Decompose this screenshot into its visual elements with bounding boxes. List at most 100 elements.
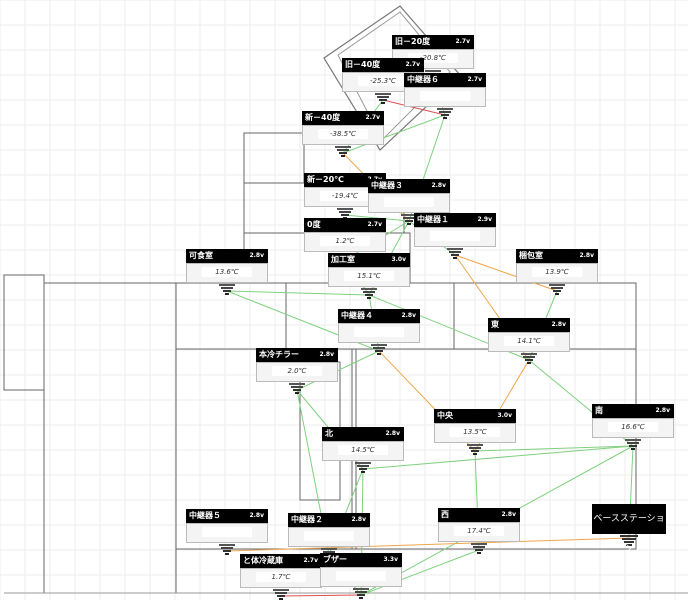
antenna-icon [625, 439, 641, 450]
sensor-name: 中継器３ [371, 181, 403, 190]
sensor-header: 0度 2.7v [304, 218, 386, 232]
sensor-name: 中央 [437, 411, 453, 420]
sensor-temperature: 17.4℃ [454, 526, 504, 536]
antenna-icon [335, 146, 351, 157]
antenna-icon [219, 284, 235, 295]
sensor-temperature: 1.7℃ [256, 572, 306, 582]
sensor-header: 東 2.8v [488, 318, 570, 332]
sensor-temperature: 13.5℃ [450, 427, 500, 437]
sensor-name: 旧－20度 [395, 37, 431, 46]
sensor-readout-panel: 16.6℃ [592, 418, 674, 438]
sensor-temperature [420, 91, 470, 101]
sensor-name: 新－40度 [305, 113, 341, 122]
sensor-readout-panel: -38.5℃ [302, 125, 384, 145]
sensor-temperature: -20.8℃ [408, 53, 458, 63]
sensor-readout-panel: 17.4℃ [438, 522, 520, 542]
antenna-icon [437, 108, 453, 119]
signal-link [280, 594, 362, 597]
sensor-name: 南 [595, 406, 603, 415]
sensor-voltage: 3.0v [391, 256, 406, 263]
signal-link [382, 99, 446, 116]
sensor-voltage: 2.7v [365, 114, 380, 121]
sensor-temperature: -25.3℃ [358, 76, 408, 86]
antenna-icon [361, 288, 377, 299]
sensor-readout-panel [186, 523, 268, 543]
sensor-readout-panel: 1.2℃ [304, 232, 386, 252]
sensor-temperature: 14.1℃ [504, 336, 554, 346]
sensor-name: 新－20℃ [307, 175, 344, 184]
base-station[interactable]: ベースステーション [592, 504, 666, 554]
sensor-temperature [336, 571, 386, 581]
sensor-readout-panel [288, 527, 370, 547]
sensor-voltage: 2.8v [551, 321, 566, 328]
sensor-readout-panel: 14.5℃ [322, 441, 404, 461]
sensor-name: 北 [325, 429, 333, 438]
sensor-temperature: 16.6℃ [608, 422, 658, 432]
sensor-node[interactable]: 梱包室 2.8v 13.9℃ [516, 249, 598, 297]
sensor-name: 中継器１ [417, 215, 449, 224]
sensor-readout-panel [338, 323, 420, 343]
sensor-name: 0度 [307, 220, 321, 229]
sensor-readout-panel [414, 227, 496, 247]
sensor-temperature [304, 531, 354, 541]
sensor-name: 中継器４ [341, 311, 373, 320]
sensor-name: 中継器５ [189, 511, 221, 520]
signal-link [226, 537, 630, 552]
sensor-readout-panel: 13.9℃ [516, 263, 598, 283]
sensor-name: 中継器６ [407, 75, 439, 84]
sensor-name: 梱包室 [519, 251, 543, 260]
sensor-readout-panel [320, 567, 402, 587]
sensor-temperature [202, 527, 252, 537]
sensor-name: 東 [491, 320, 499, 329]
sensor-voltage: 2.7v [367, 221, 382, 228]
sensor-header: 梱包室 2.8v [516, 249, 598, 263]
sensor-node[interactable]: 東 2.8v 14.1℃ [488, 318, 570, 366]
antenna-icon [371, 344, 387, 355]
sensor-header: 旧－20度 2.7v [392, 35, 474, 49]
sensor-temperature: 1.2℃ [320, 236, 370, 246]
antenna-icon [273, 589, 289, 600]
sensor-readout-panel: 1.7℃ [240, 568, 322, 588]
sensor-temperature: -19.4℃ [320, 191, 370, 201]
sensor-node[interactable]: 中央 3.0v 13.5℃ [434, 409, 516, 457]
sensor-temperature: 14.5℃ [338, 445, 388, 455]
sensor-voltage: 2.7v [455, 38, 470, 45]
sensor-temperature: 13.9℃ [532, 267, 582, 277]
antenna-icon [355, 462, 371, 473]
sensor-voltage: 2.8v [579, 252, 594, 259]
sensor-node[interactable]: 0度 2.7v 1.2℃ [304, 218, 386, 266]
sensor-name: 旧－40度 [345, 60, 381, 69]
sensor-voltage: 2.8v [249, 252, 264, 259]
sensor-voltage: 2.7v [303, 557, 318, 564]
sensor-temperature: -38.5℃ [318, 129, 368, 139]
sensor-node[interactable]: 新－40度 2.7v -38.5℃ [302, 111, 384, 159]
antenna-icon [401, 214, 417, 225]
sensor-header: 新－40度 2.7v [302, 111, 384, 125]
sensor-voltage: 2.8v [319, 351, 334, 358]
sensor-voltage: 3.0v [497, 412, 512, 419]
base-station-antenna-icon [620, 535, 638, 546]
signal-link [342, 114, 446, 154]
antenna-icon [471, 543, 487, 554]
